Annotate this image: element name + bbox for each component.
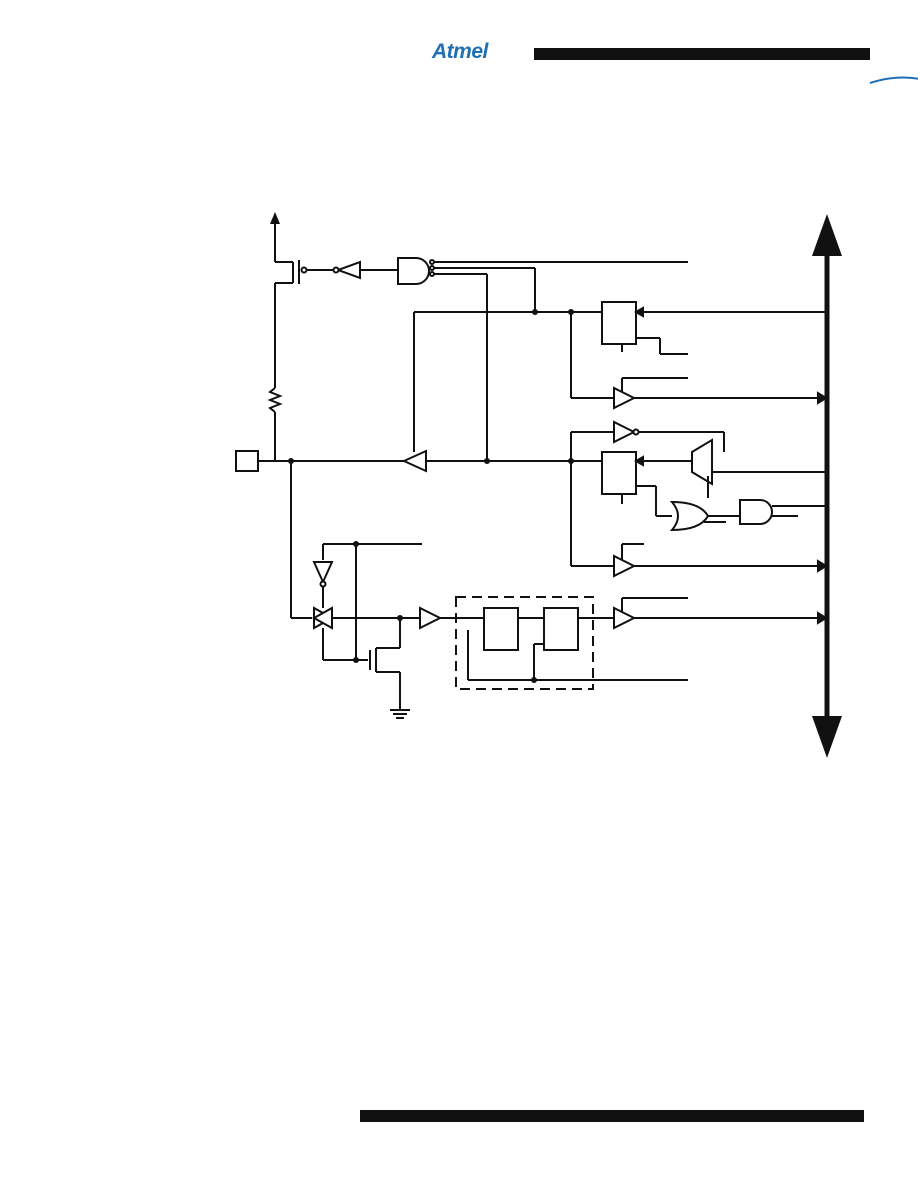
logo-text: Atmel [432, 40, 488, 63]
logo-arc-icon [869, 76, 918, 84]
vcc-arrow-icon [270, 212, 280, 224]
footer-rule [360, 1110, 864, 1122]
atmel-logo [432, 38, 918, 84]
header-rule [534, 48, 870, 60]
bus-arrow-down-icon [812, 716, 842, 758]
bus-arrow-up-icon [812, 214, 842, 256]
